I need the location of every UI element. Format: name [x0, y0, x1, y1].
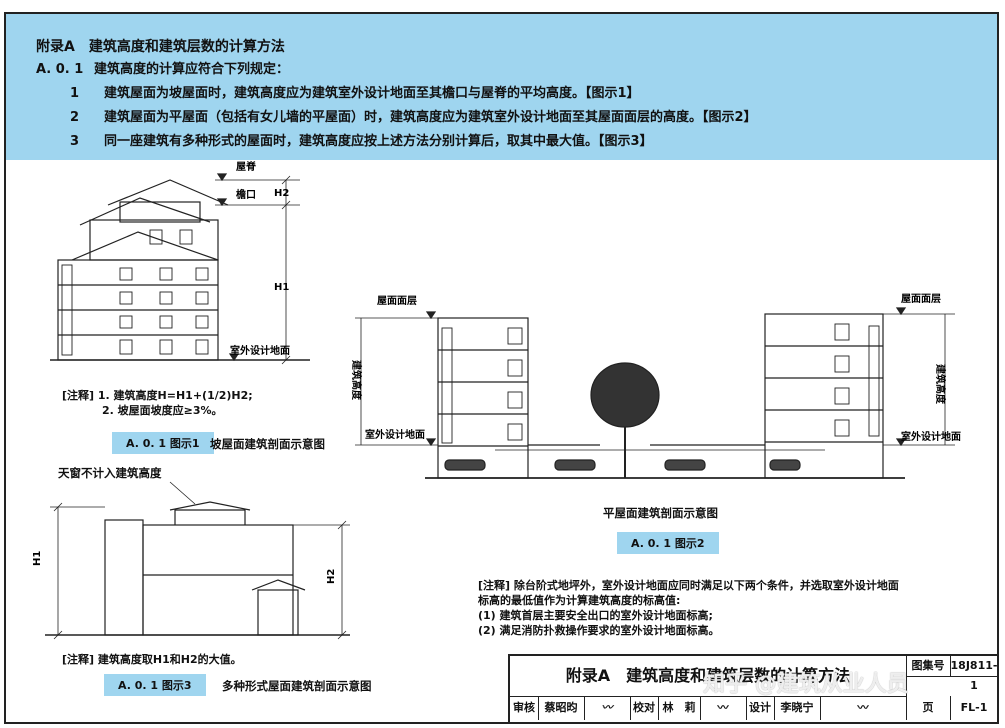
fig3-note: [注释] 建筑高度取H1和H2的大值。 [62, 653, 242, 666]
fig3-skylight-label: 天窗不计入建筑高度 [58, 466, 162, 480]
reviewer-signature: 〰 [584, 696, 631, 720]
clause-text: 建筑高度的计算应符合下列规定： [94, 62, 290, 77]
label-ridge: 屋脊 [236, 160, 257, 173]
check-label: 校对 [630, 696, 659, 720]
checker-name: 林 莉 [658, 696, 701, 720]
fig2-label-height-right: 建筑高度 [934, 363, 947, 405]
title-block: 附录A 建筑高度和建筑层数的计算方法 图集号 18J811-1 页 FL-1 审… [508, 654, 999, 722]
review-label: 审核 [510, 696, 539, 720]
atlas-number: 18J811-1 [950, 656, 998, 692]
page-number: FL-1 [960, 701, 988, 714]
appendix-title: 附录A 建筑高度和建筑层数的计算方法 [36, 39, 285, 55]
fig2-tag: A. 0. 1 图示2 [617, 532, 719, 554]
clause-item-3: 3 同一座建筑有多种形式的屋面时，建筑高度应按上述方法分别计算后，取其中最大值。【… [70, 130, 653, 149]
clause-number: A. 0. 1 [36, 62, 84, 77]
fig2-note: [注释] 除台阶式地坪外，室外设计地面应同时满足以下两个条件，并选取室外设计地面… [478, 578, 899, 638]
fig3-mixed-roof-drawing: H1 H2 [32, 481, 350, 640]
item-text: 同一座建筑有多种形式的屋面时，建筑高度应按上述方法分别计算后，取其中最大值。【图… [104, 134, 653, 149]
designer-signature: 〰 [820, 696, 907, 720]
atlas-label: 图集号 [906, 656, 951, 677]
fig1-caption: 坡屋面建筑剖面示意图 [210, 437, 325, 451]
clause-item-2: 2 建筑屋面为平屋面（包括有女儿墙的平屋面）时，建筑高度应为建筑室外设计地面至其屋… [70, 106, 757, 125]
drawing-frame [4, 12, 999, 724]
label-ground: 室外设计地面 [230, 344, 290, 357]
fig3-label-h2: H2 [326, 569, 337, 584]
fig2-note-line-4: (2) 满足消防扑救操作要求的室外设计地面标高。 [478, 624, 720, 637]
label-eave: 檐口 [236, 188, 256, 201]
design-label: 设计 [746, 696, 775, 720]
header-band: 附录A 建筑高度和建筑层数的计算方法 A. 0. 1 建筑高度的计算应符合下列规定… [6, 14, 997, 160]
fig2-note-line-1: [注释] 除台阶式地坪外，室外设计地面应同时满足以下两个条件，并选取室外设计地面 [478, 579, 899, 592]
fig1-note: [注释] 1. 建筑高度H=H1+(1/2)H2; 2. 坡屋面坡度应≥3%。 [62, 388, 253, 418]
fig1-tag: A. 0. 1 图示1 [112, 432, 214, 454]
fig2-caption: 平屋面建筑剖面示意图 [603, 506, 718, 520]
fig2-note-line-3: (1) 建筑首层主要安全出口的室外设计地面标高; [478, 609, 713, 622]
item-number: 2 [70, 110, 80, 125]
reviewer-name: 蔡昭昀 [538, 696, 585, 720]
fig2-label-ground-right: 室外设计地面 [901, 430, 961, 443]
fig1-note-line-1: [注释] 1. 建筑高度H=H1+(1/2)H2; [62, 389, 253, 402]
fig3-label-h1: H1 [32, 551, 43, 566]
designer-name: 李晓宁 [774, 696, 821, 720]
clause-item-1: 1 建筑屋面为坡屋面时，建筑高度应为建筑室外设计地面至其檐口与屋脊的平均高度。【图… [70, 82, 640, 101]
watermark: 知乎 @建筑从业人员 [703, 672, 909, 697]
fig2-label-roof-left: 屋面面层 [377, 295, 417, 307]
fig1-sloped-roof-drawing: 屋脊 檐口 H2 H1 室外设计地面 [50, 160, 310, 365]
item-number: 3 [70, 134, 80, 149]
fig1-note-line-2: 2. 坡屋面坡度应≥3%。 [102, 404, 223, 417]
label-h2: H2 [274, 188, 289, 199]
item-text: 建筑屋面为坡屋面时，建筑高度应为建筑室外设计地面至其檐口与屋脊的平均高度。【图示… [104, 86, 640, 101]
clause-lead: A. 0. 1 建筑高度的计算应符合下列规定： [36, 58, 289, 77]
fig2-label-height-left: 建筑高度 [350, 359, 363, 401]
fig3-tag: A. 0. 1 图示3 [104, 674, 206, 696]
fig2-label-roof-right: 屋面面层 [901, 293, 941, 305]
item-number: 1 [70, 86, 80, 101]
fig2-note-line-2: 标高的最低值作为计算建筑高度的标高值: [478, 594, 681, 607]
page-label: 页 [906, 696, 951, 720]
fig3-caption: 多种形式屋面建筑剖面示意图 [222, 679, 372, 693]
fig2-flat-roof-drawing: 屋面面层 屋面面层 室外设计地面 室外设计地面 建筑高度 建筑高度 [350, 293, 961, 479]
item-text: 建筑屋面为平屋面（包括有女儿墙的平屋面）时，建筑高度应为建筑室外设计地面至其屋面… [104, 110, 757, 125]
label-h1: H1 [274, 282, 289, 293]
checker-signature: 〰 [700, 696, 747, 720]
fig2-label-ground-left: 室外设计地面 [365, 428, 425, 441]
